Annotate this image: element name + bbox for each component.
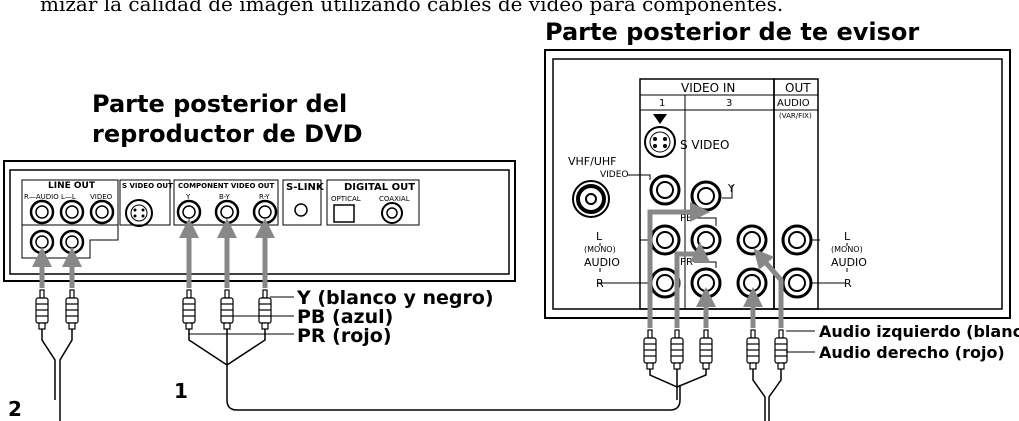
dvd-line-out-label: LINE OUT (48, 181, 96, 191)
dvd-line-out-box (21, 179, 119, 226)
tv-out-l-label: L (844, 230, 851, 243)
dvd-jack-audio-r (29, 199, 55, 225)
tv-l-label: L (596, 230, 603, 243)
tv-out-audio-label: AUDIO (831, 256, 867, 269)
tv-video-label: VIDEO (600, 170, 629, 180)
dvd-video-label: VIDEO (90, 193, 113, 201)
plug-dvd-audio-r (35, 289, 49, 330)
dvd-digital-box (326, 179, 420, 226)
label-num-1: 1 (174, 379, 188, 403)
dvd-optical-jack (333, 204, 355, 223)
plug-tv-pb (670, 329, 684, 370)
tv-audio-label: AUDIO (584, 256, 620, 269)
dvd-slink-box (282, 179, 322, 226)
dvd-by-label: B-Y (219, 193, 230, 201)
cable-tv-audio (752, 369, 782, 421)
tv-pr-label: PR (680, 257, 693, 268)
plug-tv-pr (699, 329, 713, 370)
plug-dvd-by (220, 289, 234, 330)
label-pb-blue: PB (azul) (297, 306, 393, 328)
dvd-line-out-outline (21, 225, 119, 259)
tv-svideo-arrow-icon (653, 114, 667, 124)
tv-out-mono-label: (MONO) (831, 245, 863, 254)
cable-tv-video (649, 369, 707, 400)
label-num-2: 2 (8, 397, 22, 421)
cable-2 (41, 329, 73, 421)
tv-y-label: Y (727, 182, 735, 195)
tv-col3-label: 3 (726, 98, 732, 109)
dvd-svideo-connector (125, 199, 153, 227)
tv-svideo-connector (644, 126, 676, 158)
caption-top: mizar la calidad de imagen utilizando ca… (40, 0, 783, 16)
label-audio-left: Audio izquierdo (blanco) (819, 322, 1019, 341)
label-pr-red: PR (rojo) (297, 325, 392, 347)
arrow-tv-y (647, 202, 710, 328)
plug-tv-y (643, 329, 657, 370)
label-y-bw: Y (blanco y negro) (296, 287, 494, 309)
dvd-optical-label: OPTICAL (331, 195, 361, 203)
arrow-tv-audio-r (753, 248, 784, 328)
tv-svideo-label: S VIDEO (680, 138, 729, 152)
arrow-tv-pb (674, 242, 710, 328)
dvd-title-line2: reproductor de DVD (92, 120, 363, 148)
dvd-back-panel: LINE OUT R—AUDIO L—L VIDEO S VIDEO OUT C… (3, 160, 516, 282)
dvd-digital-label: DIGITAL OUT (344, 182, 415, 193)
tv-audio-out-label: AUDIO (777, 98, 810, 109)
dvd-jack-audio-l (59, 199, 85, 225)
dvd-title-line1: Parte posterior del (92, 90, 347, 118)
tv-video-in-label: VIDEO IN (681, 81, 735, 95)
tv-varfix-label: (VAR/FIX) (779, 112, 812, 120)
plug-dvd-ry (258, 289, 272, 330)
dvd-slink-label: S-LINK (286, 182, 325, 193)
tv-jack-video (649, 174, 681, 206)
dvd-jack-video (89, 199, 115, 225)
dvd-coaxial-jack (381, 202, 403, 224)
plug-tv-audio-r (774, 329, 788, 370)
tv-col1-label: 1 (659, 98, 665, 109)
dvd-svideo-out-label: S VIDEO OUT (122, 182, 173, 190)
label-audio-right: Audio derecho (rojo) (819, 343, 1005, 362)
plug-dvd-audio-l (65, 289, 79, 330)
dvd-r-audio-l-label: R—AUDIO L—L (24, 193, 76, 201)
tv-r-label: R (596, 277, 604, 290)
dvd-component-label: COMPONENT VIDEO OUT (178, 182, 274, 190)
dvd-y-label: Y (185, 193, 191, 201)
dvd-coaxial-label: COAXIAL (379, 195, 410, 203)
tv-vhf-label: VHF/UHF (568, 155, 616, 168)
tv-out-label: OUT (785, 81, 811, 95)
plug-tv-audio-l (746, 329, 760, 370)
plug-dvd-y (182, 289, 196, 330)
tv-jack-out-l (781, 224, 813, 256)
dvd-ry-label: R-Y (259, 193, 270, 201)
tv-jack-audio-l-3 (736, 224, 768, 256)
dvd-slink-jack (294, 203, 308, 217)
tv-title: Parte posterior de te evisor (545, 18, 919, 46)
tv-pb-label: PB (680, 213, 693, 224)
cable-1 (188, 329, 681, 411)
tv-mono-label: (MONO) (584, 245, 616, 254)
tv-vhf-connector (572, 180, 610, 218)
tv-out-r-label: R (844, 277, 852, 290)
